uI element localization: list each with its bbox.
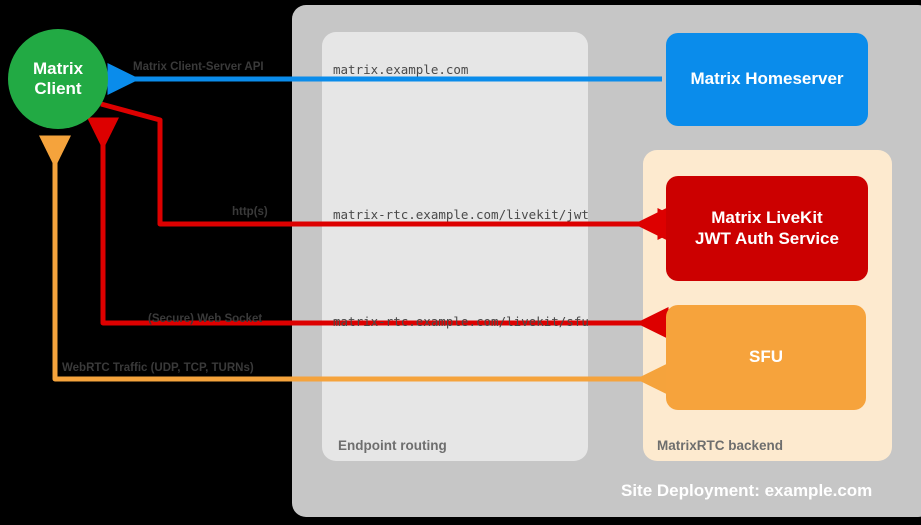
livekit-jwt-auth-box[interactable]: Matrix LiveKit JWT Auth Service (666, 176, 868, 281)
connector-websocket-label: (Secure) Web Socket (148, 313, 263, 325)
endpoint-jwt-label: matrix-rtc.example.com/livekit/jwt (333, 207, 589, 222)
matrixrtc-backend-caption: MatrixRTC backend (657, 438, 784, 453)
sfu-label: SFU (749, 347, 783, 367)
matrix-client-label-line1: Matrix (32, 58, 84, 78)
connector-webrtc-arrow (39, 135, 669, 395)
matrix-homeserver-label: Matrix Homeserver (690, 69, 844, 89)
matrix-client-label-line2: Client (34, 79, 82, 98)
sfu-box[interactable]: SFU (666, 305, 866, 410)
endpoint-routing-panel (322, 32, 588, 461)
livekit-jwt-auth-label-line2: JWT Auth Service (695, 228, 839, 248)
endpoint-routing-caption: Endpoint routing (338, 438, 447, 453)
matrix-homeserver-box[interactable]: Matrix Homeserver (666, 33, 868, 126)
endpoint-sfu-label: matrix-rtc.example.com/livekit/sfu (333, 314, 589, 329)
connector-https-label: http(s) (232, 206, 268, 218)
connector-webrtc-label: WebRTC Traffic (UDP, TCP, TURNs) (62, 362, 254, 374)
matrix-client-node[interactable]: Matrix Client (8, 29, 108, 129)
livekit-jwt-auth-label-line1: Matrix LiveKit (711, 208, 823, 228)
connector-https-arrow (100, 101, 690, 240)
connector-websocket-arrow (87, 117, 669, 339)
connector-client-server-api-label: Matrix Client-Server API (133, 61, 264, 73)
site-deployment-caption: Site Deployment: example.com (621, 481, 873, 500)
endpoint-matrix-label: matrix.example.com (333, 62, 469, 77)
